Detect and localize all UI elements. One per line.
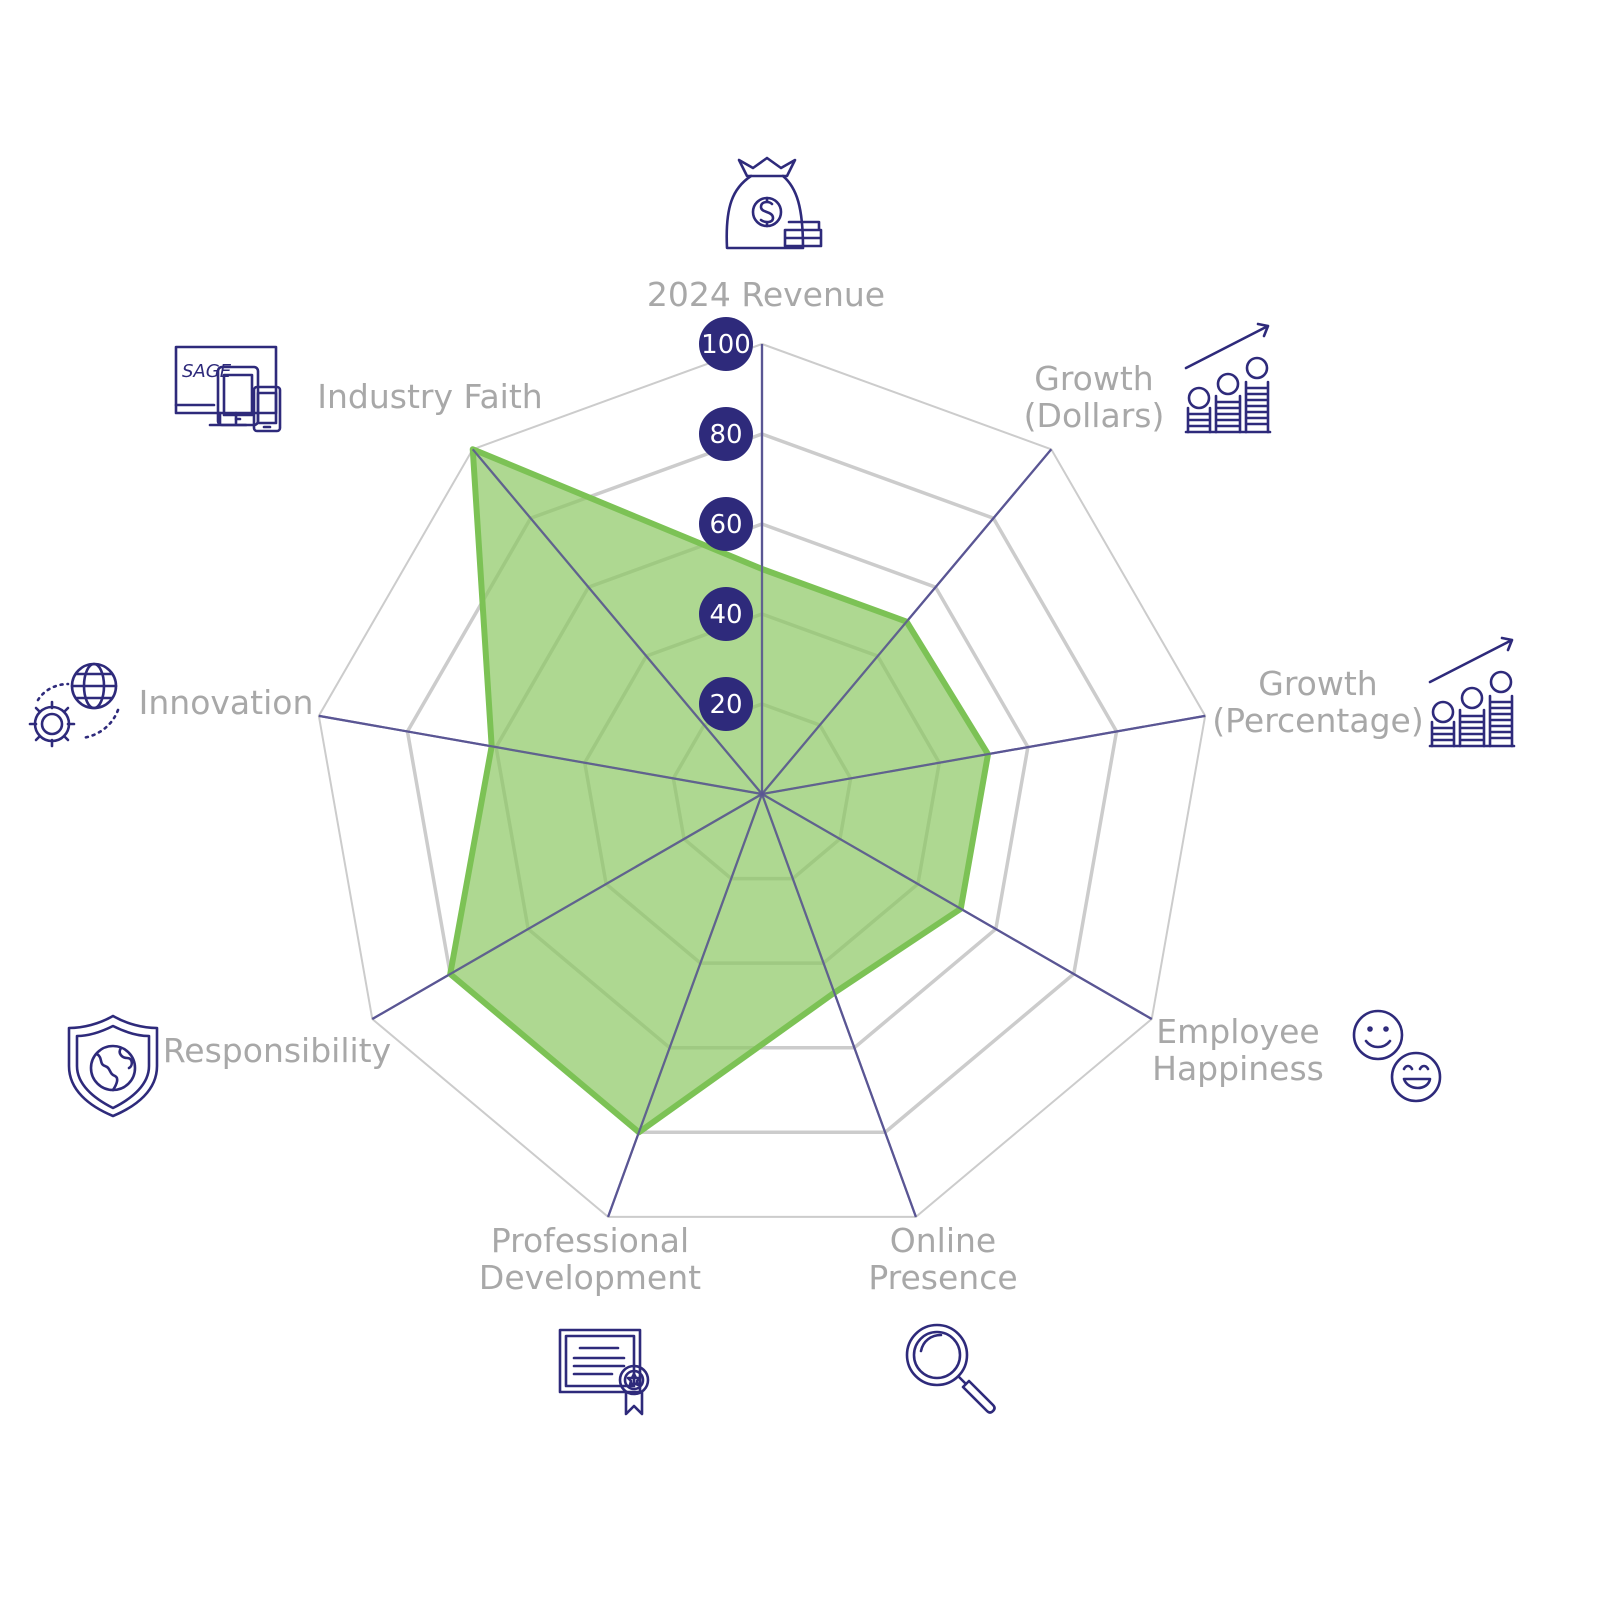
globe-shield-icon	[67, 1014, 159, 1118]
tick-label-100: 100	[701, 330, 751, 360]
axis-label-line: Growth	[1034, 359, 1153, 398]
series-area	[447, 446, 992, 1136]
axis-label-line: Presence	[868, 1258, 1017, 1297]
tick-badge-60: 60	[699, 497, 753, 551]
axis-label-6: Responsibility	[163, 1031, 391, 1070]
axis-label-line: Employee	[1156, 1012, 1319, 1051]
tick-circle-40	[699, 587, 753, 641]
axis-label-8: Industry Faith	[317, 377, 542, 416]
axis-line-over-2	[761, 714, 1206, 796]
globe-gear-icon	[28, 662, 120, 748]
growth-coins-icon	[1428, 636, 1516, 748]
tick-label-60: 60	[709, 510, 742, 540]
axis-label-line: Online	[890, 1221, 996, 1260]
tick-label-20: 20	[709, 690, 742, 720]
radar-icons: SAGE	[28, 156, 1516, 1416]
smiley-faces-icon	[1352, 1009, 1442, 1103]
axis-line-over-8	[471, 448, 763, 795]
axis-label-line: Industry Faith	[317, 377, 542, 416]
axis-line-over-6	[371, 793, 763, 1020]
axis-label-line: Growth	[1258, 664, 1377, 703]
axis-label-line: Professional	[491, 1221, 689, 1260]
certificate-icon	[558, 1328, 650, 1416]
grid-ring-80	[405, 432, 1119, 1135]
money-bag-icon	[725, 156, 823, 250]
axis-label-0: 2024 Revenue	[647, 275, 885, 314]
radar-ticks: 20 40 60 80 100	[699, 317, 753, 731]
axis-label-line: Development	[479, 1258, 701, 1297]
grid-ring-100	[317, 342, 1207, 1218]
axis-label-line: Happiness	[1152, 1049, 1324, 1088]
axis-line-over-4	[760, 793, 917, 1218]
tick-label-40: 40	[709, 600, 742, 630]
tick-badge-20: 20	[699, 677, 753, 731]
sage-devices-icon: SAGE	[174, 345, 282, 433]
axis-line-over-1	[761, 448, 1053, 795]
sage-logo-text: SAGE	[182, 361, 232, 382]
axis-label-line: Innovation	[139, 683, 314, 722]
axis-label-7: Innovation	[139, 683, 314, 722]
tick-circle-80	[699, 407, 753, 461]
axis-label-2: Growth(Percentage)	[1212, 664, 1423, 740]
axis-label-line: (Dollars)	[1024, 396, 1165, 435]
axis-label-1: Growth(Dollars)	[1024, 359, 1165, 435]
tick-badge-40: 40	[699, 587, 753, 641]
tick-circle-100	[699, 317, 753, 371]
axis-label-line: (Percentage)	[1212, 701, 1423, 740]
axis-line-over-7	[318, 714, 763, 796]
radar-axis-labels: 2024 RevenueGrowth(Dollars)Growth(Percen…	[139, 275, 1424, 1297]
tick-badge-100: 100	[699, 317, 753, 371]
tick-badge-80: 80	[699, 407, 753, 461]
tick-circle-20	[699, 677, 753, 731]
tick-label-80: 80	[709, 420, 742, 450]
growth-coins-icon	[1184, 322, 1272, 434]
axis-label-line: 2024 Revenue	[647, 275, 885, 314]
axis-label-line: Responsibility	[163, 1031, 391, 1070]
axis-line-over-5	[607, 793, 764, 1218]
radar-series	[318, 344, 1206, 1218]
axis-line-over-3	[761, 793, 1153, 1020]
tick-circle-60	[699, 497, 753, 551]
magnifier-icon	[905, 1323, 996, 1414]
